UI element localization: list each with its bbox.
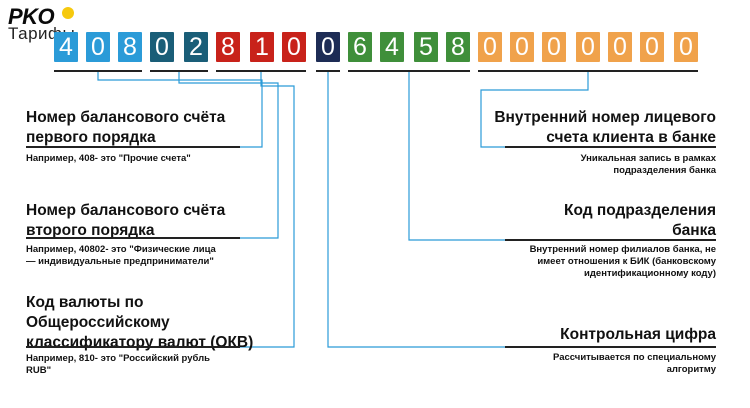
group-underline-account — [478, 70, 698, 72]
connector-account — [480, 72, 589, 148]
account-digit: 0 — [674, 32, 698, 62]
logo-text: PKO — [8, 4, 55, 29]
account-digit: 0 — [608, 32, 632, 62]
first-order-desc: Например, 408- это "Прочие счета" — [26, 153, 191, 164]
account-digit: 6 — [348, 32, 372, 62]
check-digit-title: Контрольная цифра — [560, 326, 716, 343]
account-digit: 4 — [54, 32, 78, 62]
account-digit: 0 — [576, 32, 600, 62]
account-digit: 2 — [184, 32, 208, 62]
account-digit: 0 — [150, 32, 174, 62]
currency-rule — [26, 346, 240, 348]
account-digit: 0 — [510, 32, 534, 62]
account-digit: 0 — [316, 32, 340, 62]
second-order-rule — [26, 237, 240, 239]
connector-currency — [240, 72, 295, 348]
account-digit: 0 — [640, 32, 664, 62]
group-underline-currency — [216, 70, 306, 72]
group-underline-check-digit — [316, 70, 340, 72]
account-digit: 0 — [478, 32, 502, 62]
connector-first-order — [97, 72, 263, 148]
group-underline-second-order — [150, 70, 208, 72]
account-digit: 0 — [542, 32, 566, 62]
check-digit-rule — [505, 346, 716, 348]
account-rule — [505, 146, 716, 148]
group-underline-branch — [348, 70, 470, 72]
account-digit: 1 — [250, 32, 274, 62]
connector-second-order — [178, 72, 279, 239]
account-digit: 8 — [446, 32, 470, 62]
branch-rule — [505, 239, 716, 241]
logo-dot-icon — [62, 7, 74, 19]
group-underline-first-order — [54, 70, 142, 72]
account-digit: 4 — [380, 32, 404, 62]
connector-check-digit — [327, 72, 505, 348]
second-order-desc: Например, 40802- это "Физические лица— и… — [26, 244, 216, 267]
connector-branch — [408, 72, 505, 241]
account-digit: 8 — [118, 32, 142, 62]
account-digit: 0 — [86, 32, 110, 62]
account-digit: 5 — [414, 32, 438, 62]
account-digit: 8 — [216, 32, 240, 62]
account-digit: 0 — [282, 32, 306, 62]
first-order-rule — [26, 146, 240, 148]
